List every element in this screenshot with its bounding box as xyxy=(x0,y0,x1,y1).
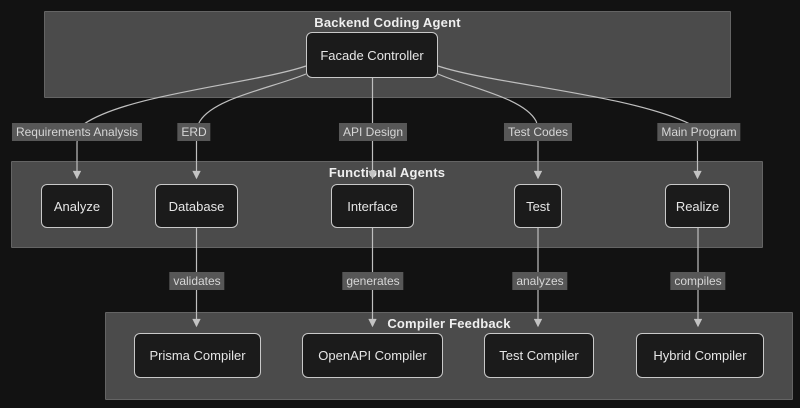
node-hybrid-compiler: Hybrid Compiler xyxy=(636,333,764,378)
cluster-functional-title: Functional Agents xyxy=(328,165,446,180)
node-realize: Realize xyxy=(665,184,730,228)
cluster-compiler-title: Compiler Feedback xyxy=(387,316,511,331)
edge-label-requirements-analysis: Requirements Analysis xyxy=(11,123,143,141)
edge-label-generates: generates xyxy=(342,272,404,290)
node-test: Test xyxy=(514,184,562,228)
edge-label-erd: ERD xyxy=(177,123,211,141)
node-test-compiler: Test Compiler xyxy=(484,333,594,378)
node-facade-controller: Facade Controller xyxy=(306,32,438,78)
node-database: Database xyxy=(155,184,238,228)
edge-label-test-codes: Test Codes xyxy=(503,123,573,141)
node-prisma-compiler: Prisma Compiler xyxy=(134,333,261,378)
edge-label-api-design: API Design xyxy=(338,123,408,141)
edge-label-analyzes: analyzes xyxy=(512,272,568,290)
node-analyze: Analyze xyxy=(41,184,113,228)
cluster-backend-title: Backend Coding Agent xyxy=(314,15,461,30)
node-interface: Interface xyxy=(331,184,414,228)
edge-label-main-program: Main Program xyxy=(657,123,741,141)
edge-label-compiles: compiles xyxy=(670,272,726,290)
edge-label-validates: validates xyxy=(169,272,225,290)
node-openapi-compiler: OpenAPI Compiler xyxy=(302,333,443,378)
